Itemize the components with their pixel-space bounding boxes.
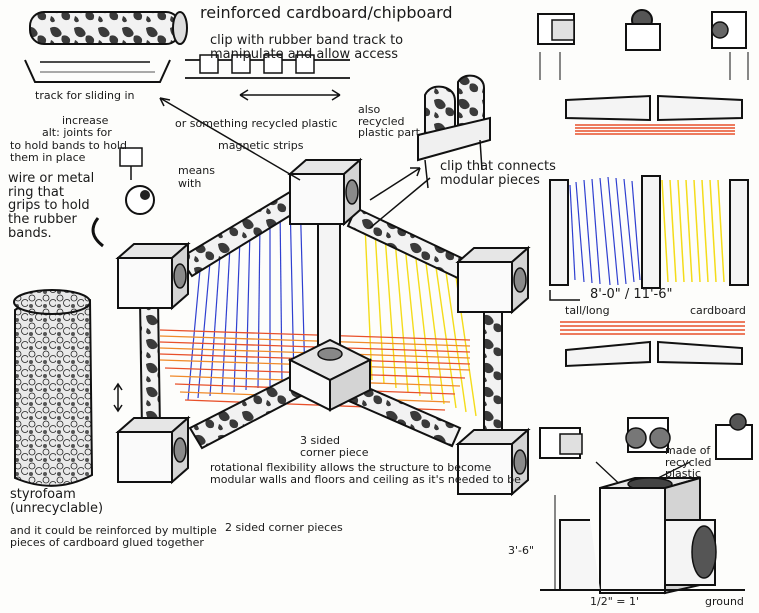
cardboard-tube-sketch xyxy=(30,12,187,44)
annotation-means: means xyxy=(178,165,215,177)
annotation-height: 3'-6" xyxy=(508,545,534,557)
annotation-hold-bands: to hold bands to hold them in place xyxy=(10,140,140,163)
annotation-scale: 1/2" = 1' xyxy=(590,596,639,608)
annotation-wire-ring: wire or metal ring that grips to hold th… xyxy=(8,172,98,240)
annotation-made-recycled: made of recycled plastic xyxy=(665,445,745,480)
annotation-track: track for sliding in xyxy=(35,90,134,102)
track-sketch xyxy=(25,60,170,82)
annotation-rotational: rotational flexibility allows the struct… xyxy=(210,462,540,485)
annotation-ground: ground xyxy=(705,596,744,608)
annotation-clip-connects: clip that connects modular pieces xyxy=(440,160,560,187)
left-corner-connector-icon xyxy=(118,244,188,308)
annotation-three-sided: 3 sided corner piece xyxy=(300,435,370,458)
annotation-magnetic: magnetic strips xyxy=(218,140,303,152)
annotation-recycled-plastic: or something recycled plastic xyxy=(175,118,337,130)
top-corner-connector-icon xyxy=(290,160,360,224)
styrofoam-tube xyxy=(14,290,122,486)
annotation-alt-joints: alt: joints for xyxy=(42,127,112,139)
band-panels-right xyxy=(550,176,748,288)
clip-row-sketch xyxy=(185,55,350,100)
beam-tubes xyxy=(140,186,502,448)
annotation-reinforced: reinforced cardboard/chipboard xyxy=(200,5,453,22)
annotation-dimensions: 8'-0" / 11'-6" xyxy=(590,288,673,302)
connector-variants-top xyxy=(538,10,748,80)
annotation-clip-rubber: clip with rubber band track to manipulat… xyxy=(210,34,460,61)
tube-icon xyxy=(566,96,742,134)
annotation-styrofoam: styrofoam (unrecyclable) xyxy=(10,488,120,515)
right-corner-connector-icon xyxy=(458,248,528,312)
annotation-with: with xyxy=(178,178,201,190)
bottom-left-connector-icon xyxy=(118,418,188,482)
annotation-cardboard: cardboard xyxy=(690,305,746,317)
large-connector-detail xyxy=(540,478,745,593)
annotation-tall-long: tall/long xyxy=(565,305,610,317)
annotation-and-it-could: and it could be reinforced by multiple p… xyxy=(10,525,250,548)
annotation-also-recycled: also recycled plastic part xyxy=(358,104,423,139)
annotation-increase: increase xyxy=(62,115,108,127)
red-bands-right xyxy=(560,322,745,366)
